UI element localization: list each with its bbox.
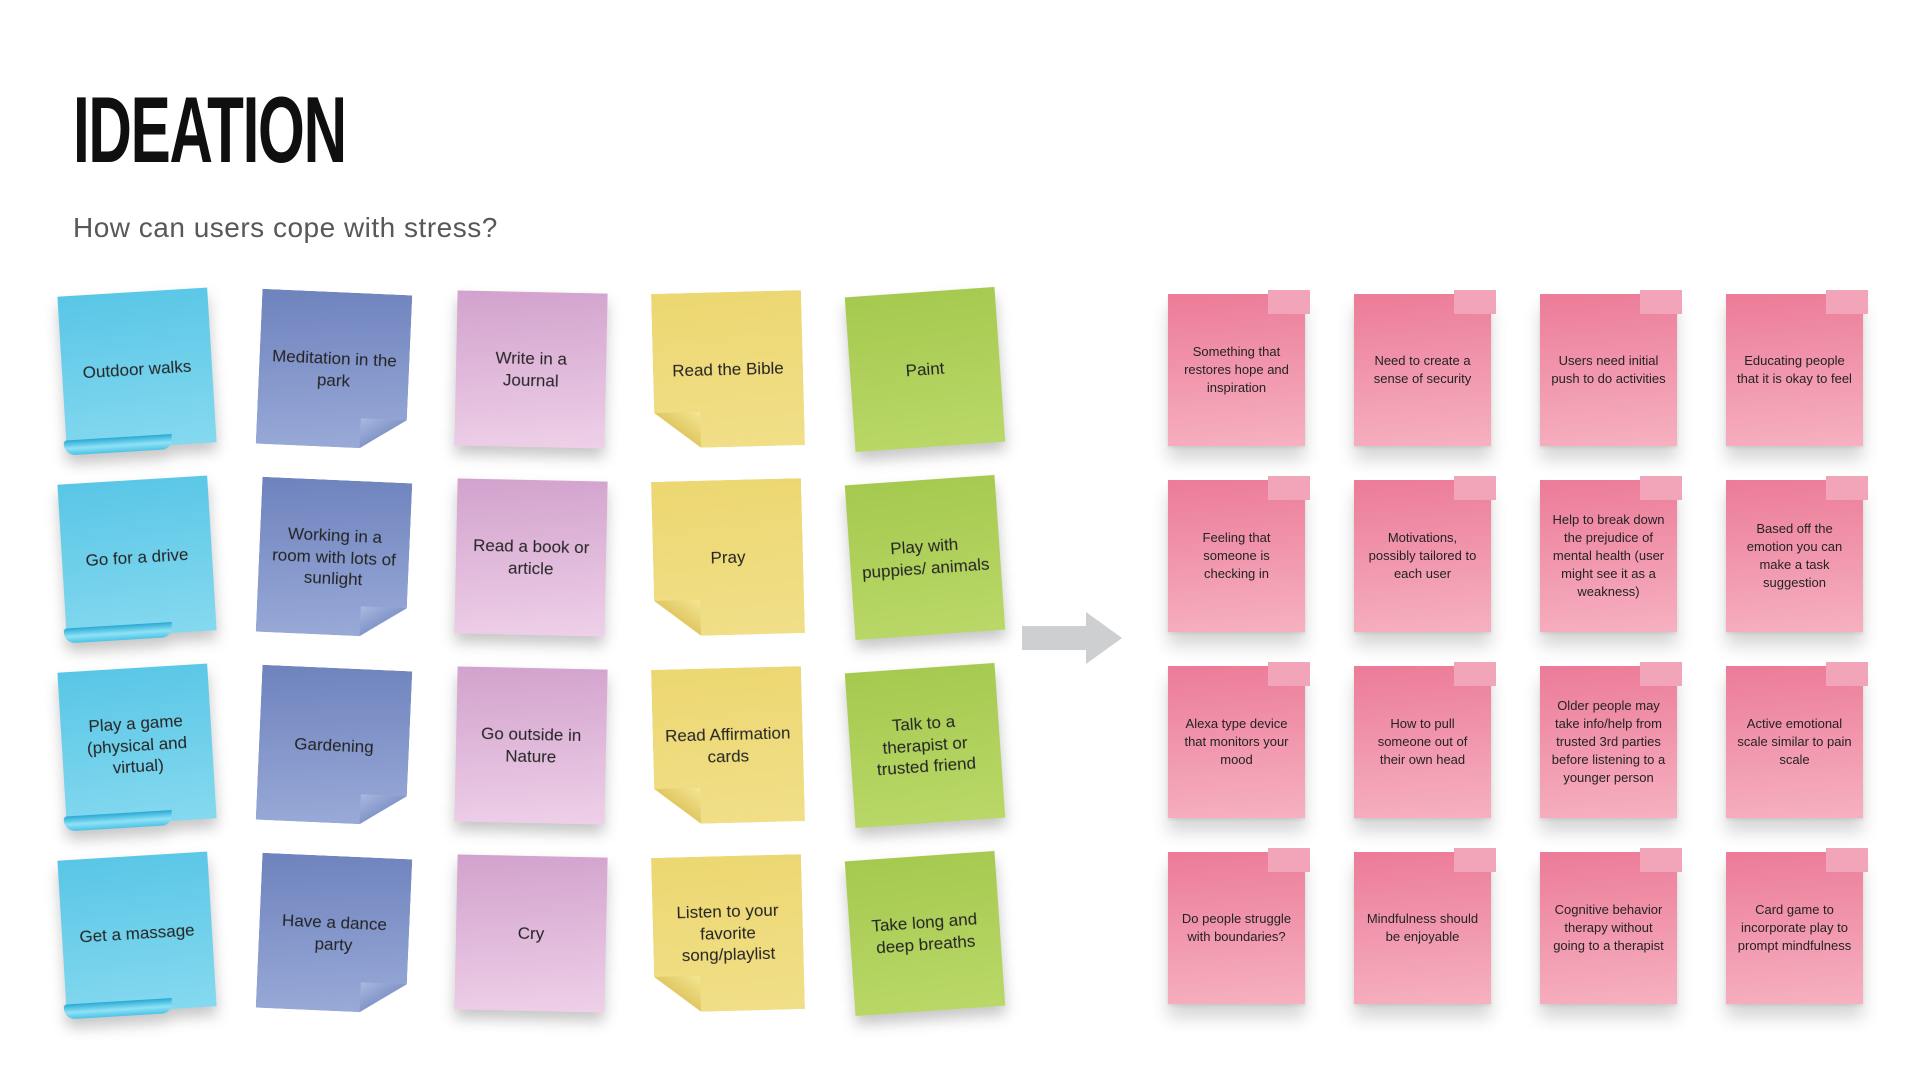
sticky-note-text: Working in a room with lots of sunlight <box>271 523 397 590</box>
sticky-note-text: Read the Bible <box>671 358 784 381</box>
sticky-note-text: Mindfulness should be enjoyable <box>1366 910 1479 944</box>
sticky-note-text: Alexa type device that monitors your moo… <box>1184 715 1289 768</box>
sticky-note-text: Pray <box>710 547 746 568</box>
sticky-note-text: Something that restores hope and inspira… <box>1184 343 1289 396</box>
sticky-note-text: Read a book or article <box>472 535 590 578</box>
sticky-note-green: Take long and deep breaths <box>844 850 1006 1017</box>
sticky-note-pink: Card game to incorporate play to prompt … <box>1726 848 1868 1004</box>
sticky-note-pink: Need to create a sense of security <box>1354 290 1496 446</box>
sticky-note-text: Do people struggle with boundaries? <box>1181 910 1292 944</box>
sticky-note-text: Have a dance party <box>281 910 388 955</box>
sticky-note-cyan: Play a game (physical and virtual) <box>57 663 217 828</box>
sticky-note-text: Go outside in Nature <box>480 723 582 767</box>
arrow-right-icon <box>1022 612 1122 664</box>
sticky-note-pink: How to pull someone out of their own hea… <box>1354 662 1496 818</box>
sticky-note-text: Users need initial push to do activities <box>1551 352 1666 386</box>
sticky-note-pink: Users need initial push to do activities <box>1540 290 1682 446</box>
sticky-note-text: Outdoor walks <box>82 356 192 382</box>
sticky-note-text: Listen to your favorite song/playlist <box>676 900 779 966</box>
sticky-note-green: Play with puppies/ animals <box>844 474 1006 641</box>
sticky-note-text: Talk to a therapist or trusted friend <box>876 711 977 780</box>
sticky-note-lavender: Go outside in Nature <box>454 666 608 825</box>
sticky-note-periwinkle: Meditation in the park <box>256 289 413 450</box>
sticky-note-text: Paint <box>904 358 945 380</box>
sticky-note-text: Read Affirmation cards <box>664 723 791 767</box>
sticky-note-text: Meditation in the park <box>271 346 398 391</box>
sticky-note-text: Go for a drive <box>84 544 189 570</box>
sticky-note-lavender: Write in a Journal <box>454 290 608 449</box>
sticky-note-pink: Educating people that it is okay to feel <box>1726 290 1868 446</box>
sticky-note-text: Active emotional scale similar to pain s… <box>1737 715 1852 768</box>
sticky-note-text: How to pull someone out of their own hea… <box>1377 715 1468 768</box>
sticky-note-pink: Older people may take info/help from tru… <box>1540 662 1682 818</box>
coping-ideas-board: Outdoor walks Meditation in the park Write… <box>57 286 1006 1017</box>
sticky-note-periwinkle: Working in a room with lots of sunlight <box>256 477 413 638</box>
sticky-note-pink: Feeling that someone is checking in <box>1168 476 1310 632</box>
sticky-note-yellow: Read the Bible <box>651 290 805 449</box>
sticky-note-text: Feeling that someone is checking in <box>1202 529 1271 582</box>
arrow-shaft <box>1022 626 1086 650</box>
arrow-head <box>1086 612 1122 664</box>
sticky-note-text: Write in a Journal <box>495 348 568 391</box>
sticky-note-pink: Help to break down the prejudice of ment… <box>1540 476 1682 632</box>
sticky-note-cyan: Go for a drive <box>57 475 217 640</box>
sticky-note-pink: Cognitive behavior therapy without going… <box>1540 848 1682 1004</box>
sticky-note-pink: Alexa type device that monitors your moo… <box>1168 662 1310 818</box>
sticky-note-text: Get a massage <box>78 920 196 947</box>
sticky-note-lavender: Read a book or article <box>454 478 608 637</box>
sticky-note-pink: Motivations, possibly tailored to each u… <box>1354 476 1496 632</box>
sticky-note-lavender: Cry <box>454 854 608 1013</box>
sticky-note-text: Motivations, possibly tailored to each u… <box>1368 529 1477 582</box>
sticky-note-periwinkle: Gardening <box>256 665 413 826</box>
sticky-note-periwinkle: Have a dance party <box>256 853 413 1014</box>
sticky-note-text: Cry <box>517 923 545 943</box>
sticky-note-pink: Do people struggle with boundaries? <box>1168 848 1310 1004</box>
sticky-note-text: Take long and deep breaths <box>870 909 978 957</box>
sticky-note-green: Talk to a therapist or trusted friend <box>844 662 1006 829</box>
page-subtitle: How can users cope with stress? <box>73 212 498 243</box>
sticky-note-text: Play a game (physical and virtual) <box>86 711 188 778</box>
sticky-note-text: Help to break down the prejudice of ment… <box>1552 511 1665 600</box>
sticky-note-yellow: Pray <box>651 478 805 637</box>
sticky-note-text: Card game to incorporate play to prompt … <box>1737 901 1852 954</box>
sticky-note-text: Older people may take info/help from tru… <box>1551 697 1666 786</box>
sticky-note-text: Based off the emotion you can make a tas… <box>1746 520 1843 591</box>
sticky-note-text: Educating people that it is okay to feel <box>1737 352 1852 386</box>
sticky-note-cyan: Get a massage <box>57 851 217 1016</box>
sticky-note-cyan: Outdoor walks <box>57 287 217 452</box>
sticky-note-text: Cognitive behavior therapy without going… <box>1553 901 1664 954</box>
insights-board: Something that restores hope and inspira… <box>1168 290 1868 1004</box>
page-title: IDEATION <box>73 77 347 182</box>
sticky-note-pink: Mindfulness should be enjoyable <box>1354 848 1496 1004</box>
sticky-note-yellow: Read Affirmation cards <box>651 666 805 825</box>
sticky-note-pink: Based off the emotion you can make a tas… <box>1726 476 1868 632</box>
sticky-note-text: Gardening <box>293 733 375 757</box>
sticky-note-text: Play with puppies/ animals <box>861 534 991 582</box>
sticky-note-text: Need to create a sense of security <box>1373 352 1472 386</box>
sticky-note-pink: Something that restores hope and inspira… <box>1168 290 1310 446</box>
sticky-note-pink: Active emotional scale similar to pain s… <box>1726 662 1868 818</box>
sticky-note-green: Paint <box>844 286 1006 453</box>
sticky-note-yellow: Listen to your favorite song/playlist <box>651 854 805 1013</box>
